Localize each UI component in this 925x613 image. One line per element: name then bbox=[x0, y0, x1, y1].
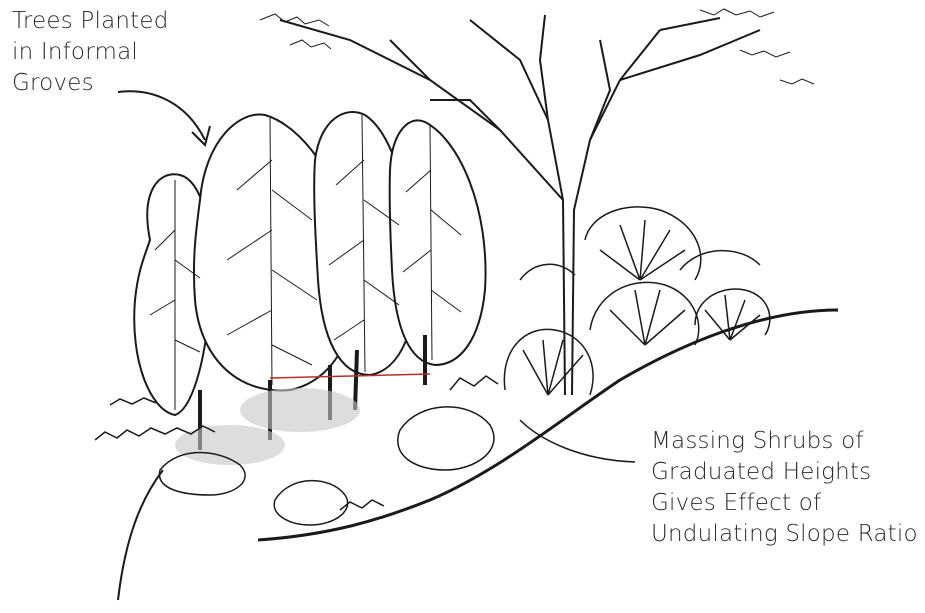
shrubs-label-line-3: Gives Effect of bbox=[651, 488, 918, 519]
trees-label-line-2: in Informal bbox=[12, 37, 169, 68]
shrubs-label-line-2: Graduated Heights bbox=[651, 457, 918, 488]
trees-label: Trees Planted in Informal Groves bbox=[12, 6, 169, 99]
shrubs-label-line-4: Undulating Slope Ratio bbox=[651, 519, 918, 550]
trees-label-line-1: Trees Planted bbox=[12, 6, 169, 37]
grove-trees bbox=[134, 112, 485, 415]
shrub-3 bbox=[590, 282, 699, 345]
shrubs-label-line-1: Massing Shrubs of bbox=[651, 426, 918, 457]
trees-label-line-3: Groves bbox=[12, 68, 169, 99]
fan-shrubs bbox=[504, 207, 769, 395]
bottom-pointer bbox=[118, 470, 163, 600]
shrub-1 bbox=[504, 329, 593, 395]
trees-arrow bbox=[118, 91, 210, 145]
tree-4 bbox=[390, 120, 486, 365]
shrubs-pointer bbox=[520, 420, 635, 462]
shrubs-label: Massing Shrubs of Graduated Heights Give… bbox=[651, 426, 918, 550]
canopy-scribble bbox=[260, 9, 814, 84]
